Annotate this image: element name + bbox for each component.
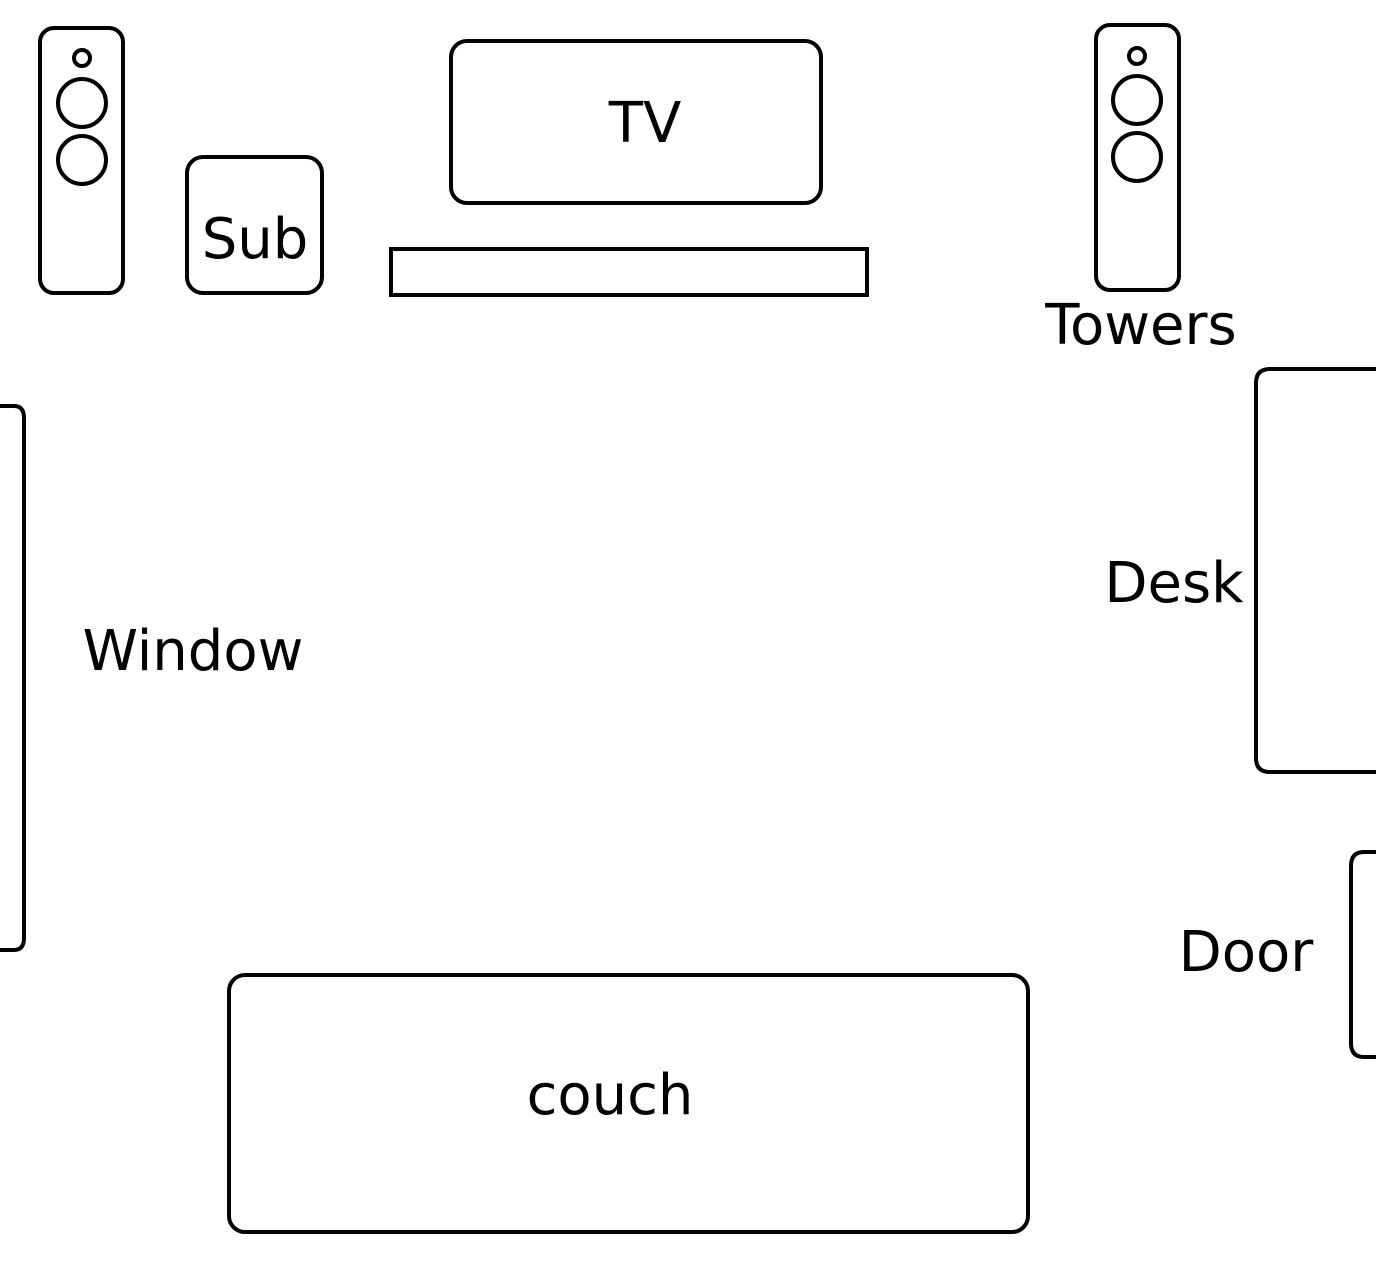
door-label: Door	[1179, 920, 1315, 985]
subwoofer: Sub	[185, 155, 324, 295]
tv-box	[449, 39, 823, 205]
soundbar	[389, 247, 869, 297]
right-tower-driver-lower	[1111, 131, 1163, 183]
right-tower-speaker	[1094, 23, 1181, 292]
window	[0, 404, 26, 952]
desk	[1254, 367, 1376, 774]
left-tower-driver-upper	[56, 77, 108, 129]
left-tower-tweeter	[72, 48, 92, 68]
left-tower-body	[38, 26, 125, 295]
right-tower-driver-upper	[1111, 74, 1163, 126]
subwoofer-box	[185, 155, 324, 295]
desk-label: Desk	[1104, 551, 1244, 616]
couch-box	[227, 973, 1030, 1234]
towers-label: Towers	[1044, 293, 1236, 358]
right-tower-tweeter	[1127, 46, 1147, 66]
couch-label: couch	[527, 1063, 694, 1128]
tv: TV	[449, 39, 823, 205]
door	[1349, 850, 1376, 1059]
right-tower-body	[1094, 23, 1181, 292]
left-tower-speaker	[38, 26, 125, 295]
window-label: Window	[83, 619, 304, 684]
tv-label: TV	[608, 91, 682, 156]
left-tower-driver-lower	[56, 134, 108, 186]
couch: couch	[227, 973, 1030, 1234]
sub-label: Sub	[202, 207, 309, 272]
